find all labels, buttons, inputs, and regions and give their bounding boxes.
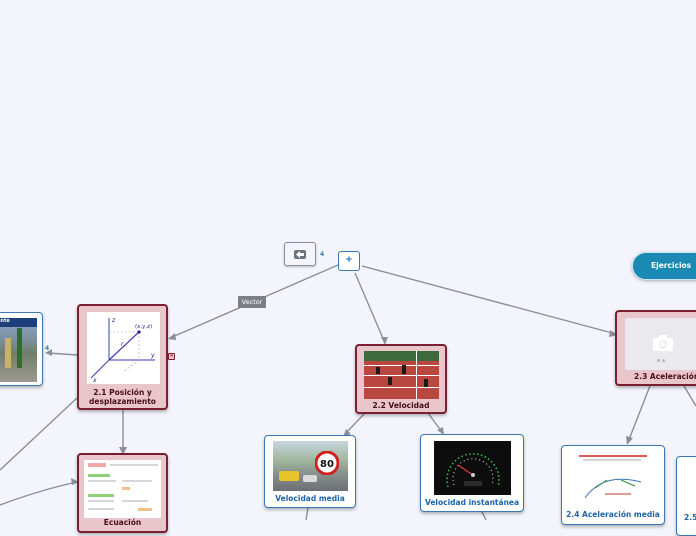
node-partial-right-label: 2.5: [684, 513, 696, 522]
node-left-photo[interactable]: ente: [0, 312, 43, 386]
axes-diagram-image: z y x r (x,y,z): [87, 312, 160, 384]
formula-table-image: [84, 460, 161, 518]
back-button[interactable]: [284, 242, 316, 266]
node-velocidad-label: 2.2 Velocidad: [372, 401, 430, 410]
speedometer-photo: [434, 441, 511, 495]
node-velocidad-instantanea-label: Velocidad instantánea: [424, 498, 520, 507]
arrowhead-instantanea: [437, 427, 444, 435]
arrowhead-aceleracion-media: [626, 436, 633, 445]
node-aceleracion[interactable]: 2.3 Aceleración: [615, 310, 696, 386]
camera-icon: [653, 335, 673, 351]
arrowhead-formula: [119, 447, 127, 455]
node-partial-right[interactable]: 2.5: [676, 456, 696, 536]
arrowhead-posicion: [168, 333, 176, 340]
race-photo: [364, 351, 439, 399]
link-posicion-photo: [47, 352, 78, 356]
speed-limit-sign: 80: [315, 451, 339, 475]
link-aceleracion-media: [627, 385, 651, 443]
svg-text:80: 80: [320, 459, 334, 470]
back-count: 4: [320, 251, 325, 258]
link-velocidad-media: [344, 412, 366, 435]
node-formula-label: Ecuación: [103, 518, 142, 527]
node-formula-card[interactable]: Ecuación: [77, 453, 168, 533]
node-velocidad-instantanea[interactable]: Velocidad instantánea: [420, 434, 524, 512]
photo-caption: ente: [0, 318, 10, 324]
link-root-aceleracion: [361, 265, 617, 335]
node-posicion[interactable]: z y x r (x,y,z) 2.1 Posición y desplazam…: [77, 304, 168, 410]
link-posicion-left: [0, 397, 78, 471]
node-posicion-badge: 4: [168, 353, 175, 360]
arrowhead-velocidad: [381, 337, 388, 345]
speedometer-dial: [446, 453, 500, 488]
node-velocidad[interactable]: 2.2 Velocidad: [355, 344, 447, 414]
root-node[interactable]: +: [338, 251, 360, 271]
node-velocidad-media[interactable]: 80 Velocidad media: [264, 435, 356, 508]
image-placeholder: [625, 318, 696, 370]
left-photo-badge: 4: [45, 345, 50, 352]
link-left-formula: [0, 481, 78, 506]
arrowhead-photo: [45, 349, 52, 356]
arrow-left-icon: [294, 250, 306, 259]
connection-lines: [0, 264, 696, 520]
link-instantanea-down: [481, 511, 487, 520]
vector-curve: [584, 478, 642, 499]
link-label-vector[interactable]: Vector: [238, 296, 266, 308]
svg-text:z: z: [111, 317, 116, 324]
node-aceleracion-label: 2.3 Aceleración: [634, 372, 696, 381]
node-aceleracion-media[interactable]: 2.4 Aceleración media: [561, 445, 665, 525]
svg-text:(x,y,z): (x,y,z): [135, 324, 152, 330]
acceleration-diagram-image: [575, 452, 651, 504]
svg-text:r: r: [121, 341, 124, 348]
speed-sign-photo: 80: [273, 441, 348, 491]
walking-photo: [0, 318, 37, 382]
node-velocidad-media-label: Velocidad media: [275, 494, 345, 503]
svg-text:x: x: [92, 377, 97, 384]
arrowhead-left-formula: [71, 478, 79, 485]
node-aceleracion-media-label: 2.4 Aceleración media: [566, 510, 660, 519]
svg-text:y: y: [150, 352, 155, 359]
link-aceleracion-right: [683, 385, 696, 407]
node-posicion-label: 2.1 Posición y desplazamiento: [89, 388, 156, 406]
link-media-down: [305, 507, 309, 520]
ejercicios-node[interactable]: Ejercicios: [632, 252, 696, 280]
link-root-velocidad: [354, 272, 386, 344]
